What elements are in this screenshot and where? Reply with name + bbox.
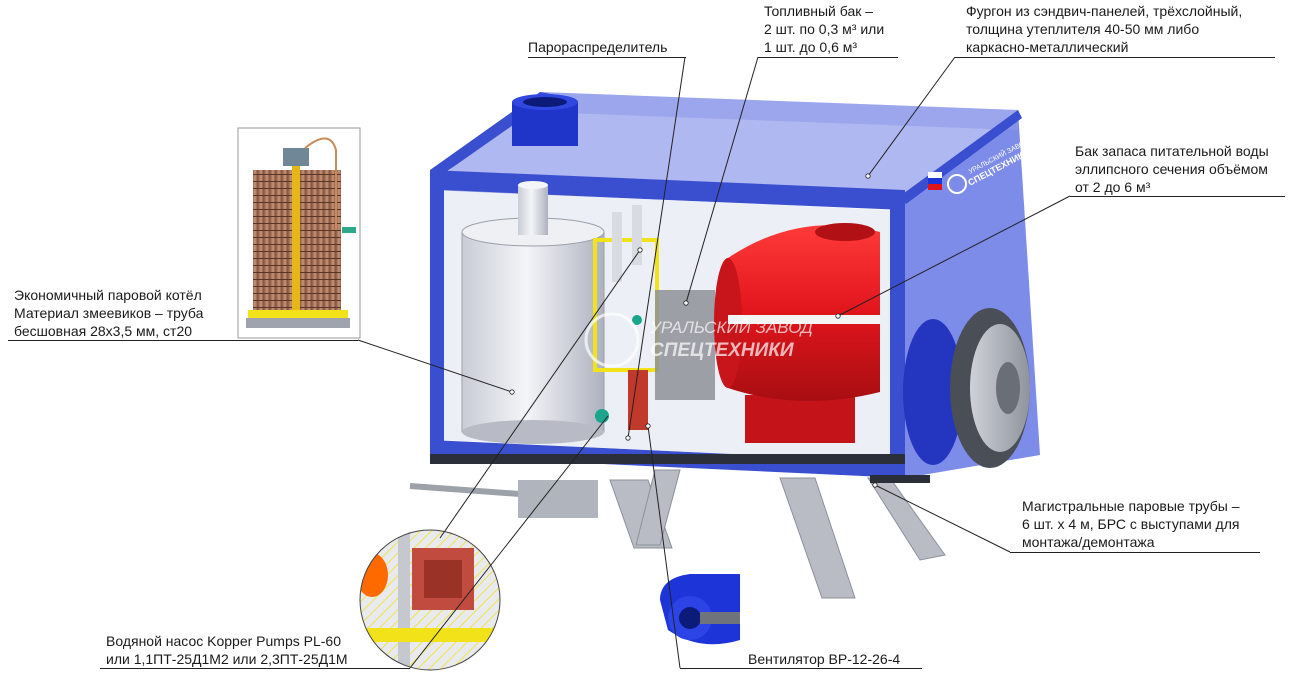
label-van: Фургон из сэндвич-панелей, трёхслойный, … (966, 2, 1242, 56)
label-steam-pipes: Магистральные паровые трубы – 6 шт. х 4 … (1022, 497, 1240, 551)
label-line: Магистральные паровые трубы – (1022, 498, 1240, 514)
label-line: 6 шт. х 4 м, БРС с выступами для (1022, 516, 1240, 532)
underline-van (955, 57, 1275, 58)
label-fan: Вентилятор ВР-12-26-4 (748, 650, 900, 668)
label-line: Топливный бак – (764, 3, 874, 19)
underline-boiler (8, 340, 358, 341)
boiler-coil-inset (237, 127, 361, 339)
label-line: толщина утеплителя 40-50 мм либо (966, 21, 1200, 37)
label-steam-distributor: Парораспределитель (528, 38, 667, 56)
label-line: каркасно-металлический (966, 39, 1129, 55)
watermark: УРАЛЬСКИЙ ЗАВОД СПЕЦТЕХНИКИ (584, 312, 813, 368)
label-line: Фургон из сэндвич-панелей, трёхслойный, (966, 3, 1243, 19)
water-tank (714, 223, 880, 443)
label-line: эллипсного сечения объёмом (1075, 161, 1268, 177)
underline-steam-pipes (1010, 552, 1260, 553)
watermark-line-1: УРАЛЬСКИЙ ЗАВОД (649, 317, 813, 337)
label-boiler: Экономичный паровой котёл Материал змеев… (14, 286, 203, 340)
label-line: Бак запаса питательной воды (1075, 143, 1269, 159)
watermark-line-2: СПЕЦТЕХНИКИ (650, 340, 794, 361)
label-line: монтажа/демонтажа (1022, 534, 1155, 550)
label-line: бесшовная 28х3,5 мм, ст20 (14, 323, 193, 339)
underline-water-tank (1070, 196, 1285, 197)
pump-inset (359, 529, 501, 671)
label-line: Парораспределитель (528, 39, 668, 55)
label-line: Материал змеевиков – труба (14, 305, 204, 321)
chassis (409, 454, 930, 518)
label-line: или 1,1ПТ-25Д1М2 или 2,3ПТ-25Д1М (106, 651, 348, 667)
leader-dots (509, 173, 878, 488)
label-line: Вентилятор ВР-12-26-4 (748, 651, 901, 667)
underline-fan (680, 668, 922, 669)
boiler (461, 181, 605, 444)
label-line: Экономичный паровой котёл (14, 287, 202, 303)
label-water-tank: Бак запаса питательной воды эллипсного с… (1075, 142, 1269, 196)
fan (660, 574, 740, 645)
chimney (512, 94, 578, 146)
label-line: 1 шт. до 0,6 м³ (764, 39, 858, 55)
underline-water-pump (100, 668, 410, 669)
pump-assembly (593, 205, 715, 430)
support-legs (609, 469, 946, 599)
label-water-pump: Водяной насос Kopper Pumps PL-60 или 1,1… (106, 632, 348, 668)
underline-fuel-tank (758, 57, 898, 58)
underline-steam-distributor (528, 57, 686, 58)
label-line: от 2 до 6 м³ (1075, 179, 1151, 195)
label-line: 2 шт. по 0,3 м³ или (764, 21, 885, 37)
wheels (903, 308, 1030, 468)
label-line: Водяной насос Kopper Pumps PL-60 (106, 633, 341, 649)
label-fuel-tank: Топливный бак – 2 шт. по 0,3 м³ или 1 шт… (764, 2, 884, 56)
leader-lines (357, 56, 1071, 669)
